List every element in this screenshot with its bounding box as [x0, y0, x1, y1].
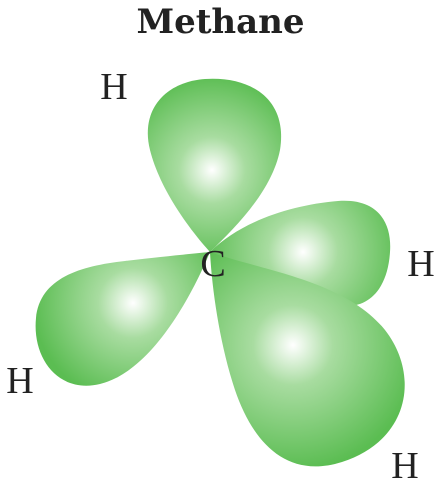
- atom-label-carbon: C: [200, 243, 225, 285]
- diagram-title: Methane: [136, 2, 305, 42]
- atom-label-hydrogen-right: H: [407, 243, 434, 285]
- orbital-lobe-bottom: [210, 252, 405, 467]
- orbital-lobe-left: [35, 252, 210, 386]
- orbital-lobe-top: [147, 78, 282, 253]
- atom-label-hydrogen-top: H: [100, 66, 127, 108]
- atom-label-hydrogen-bottom: H: [391, 445, 418, 482]
- atom-label-hydrogen-left: H: [6, 360, 33, 402]
